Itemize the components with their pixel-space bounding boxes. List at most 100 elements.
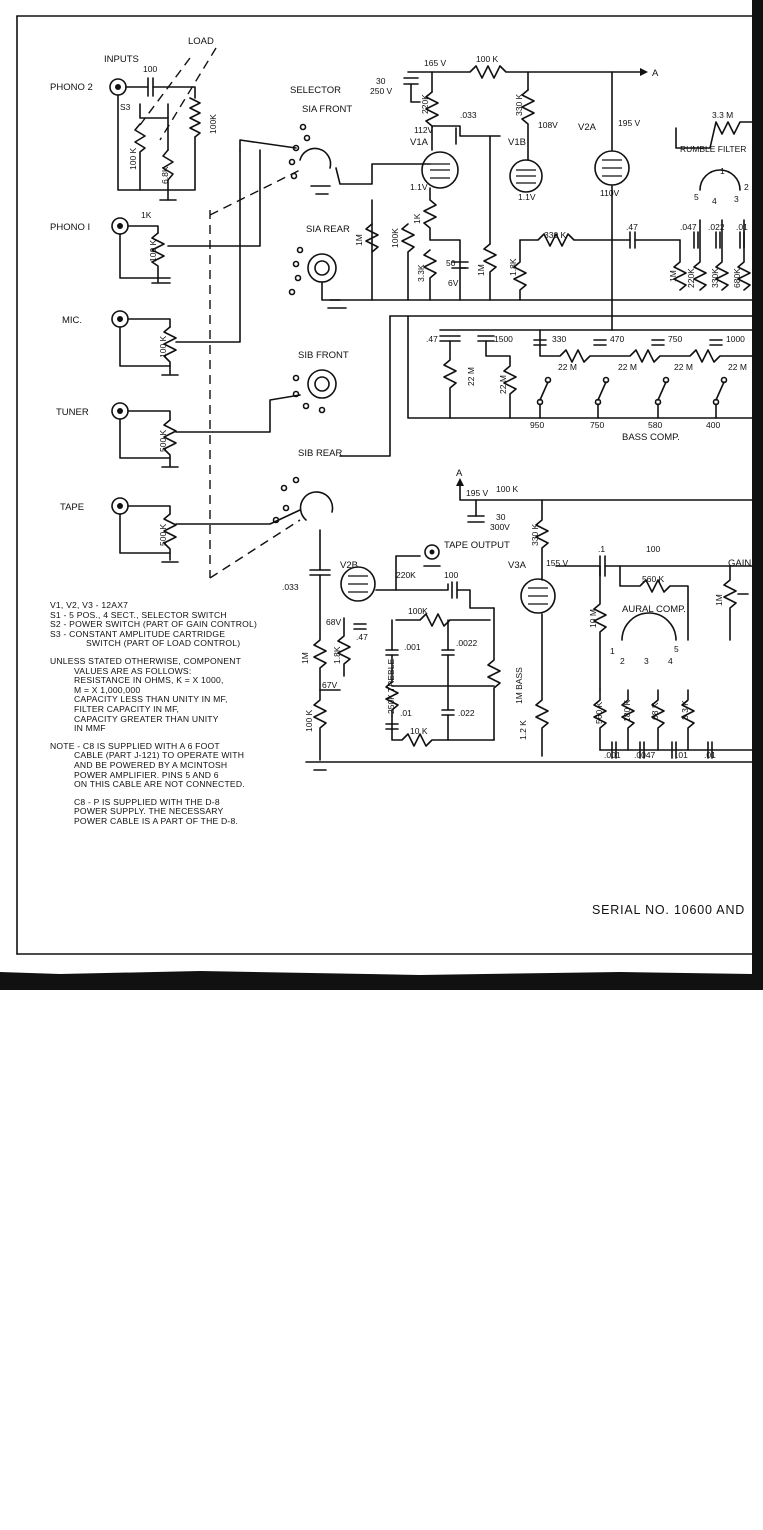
selector-switch-decks [239,123,431,524]
rumble-filter-value: 1M [668,270,678,282]
component-labels: 100 S3 100 K 6.8K 100K 1K 100 K 100 K 50… [120,54,733,546]
selector-label: SELECTOR [290,85,341,96]
component-label: S3 [120,102,131,112]
voltage-label: 6V [448,278,459,288]
voltage-label: 195 V [466,488,489,498]
component-label: 100K [408,606,428,616]
aural-comp-resistor-label: 180 K [622,699,632,722]
tube-label-v1b: V1B [508,137,526,148]
component-label: 6.8K [160,166,170,184]
note-line: S2 - POWER SWITCH (PART OF GAIN CONTROL) [50,619,258,630]
voltage-label: 155 V [546,558,569,568]
component-label: 100 K [148,239,158,262]
component-label: 100K [208,114,218,134]
note-line: S3 - CONSTANT AMPLITUDE CARTRIDGE [50,628,226,639]
tube-label-v2a: V2A [578,122,597,133]
note-line: POWER CABLE IS A PART OF THE D-8. [74,815,239,826]
component-label: 100 K [496,484,519,494]
rumble-filter-label: RUMBLE FILTER [680,144,746,154]
component-label: 560 K [642,574,665,584]
bass-comp-resistor-label: 22 M [674,362,693,372]
component-label: 1K [141,210,152,220]
note-line: FILTER CAPACITY IN MF, [74,703,180,714]
input-label-tuner: TUNER [56,407,89,418]
inputs-heading: INPUTS [104,54,139,65]
rumble-filter-value: .022 [708,222,725,232]
note-line: S1 - 5 POS., 4 SECT., SELECTOR SWITCH [50,609,227,620]
aural-comp-resistor-label: 10 M [588,609,598,628]
rumble-filter-position: 3 [734,194,739,204]
note-line: VALUES ARE AS FOLLOWS: [74,665,192,676]
aural-comp-position: 2 [620,656,625,666]
component-label: .033 [282,582,299,592]
note-line: C8 - P IS SUPPLIED WITH THE D-8 [74,796,220,807]
component-label: .47 [626,222,638,232]
rumble-filter-value: 220K [686,268,696,288]
bass-comp-cap-label: 1000 [726,334,745,344]
bass-comp-cap-label: 470 [610,334,624,344]
component-label: 100 [646,544,660,554]
input-label-tape: TAPE [60,502,84,513]
switch-labels: SIA FRONT SIA REAR SIB FRONT SIB REAR [298,104,352,459]
note-line: CAPACITY LESS THAN UNITY IN MF, [74,694,228,705]
note-line: IN MMF [74,723,106,734]
voltage-label: 165 V [424,58,447,68]
switch-label-sib-rear: SIB REAR [298,448,342,459]
bass-comp-resistor-label: 22 M [498,375,508,394]
voltage-label: 108V [538,120,558,130]
component-label: .001 [404,642,421,652]
component-label: .0022 [456,638,478,648]
rumble-filter-position: 4 [712,196,717,206]
component-label: 1M BASS [514,667,524,704]
note-line: ON THIS CABLE ARE NOT CONNECTED. [74,779,245,790]
switch-label-sia-front: SIA FRONT [302,104,352,115]
bass-comp-resistor-label: 22 M [466,367,476,386]
component-label: 250 V [370,86,393,96]
rumble-filter-value: .01 [736,222,748,232]
tube-label-v1a: V1A [410,137,429,148]
voltage-label: 67V [322,680,337,690]
aural-comp-cap-label: .001 [604,750,621,760]
component-label: 500 K [158,429,168,452]
component-label: .01 [400,708,412,718]
rumble-filter-position: 1 [720,166,725,176]
component-label: 330 K [514,93,524,116]
bass-comp-network [439,329,753,419]
voltage-label: 112V [414,125,434,135]
note-line: AND BE POWERED BY A McINTOSH [74,759,228,770]
voltage-label: 68V [326,617,341,627]
component-label: 3.3K [416,264,426,282]
rumble-filter-value: .047 [680,222,697,232]
component-label: 30 [496,512,506,522]
note-line: NOTE - C8 IS SUPPLIED WITH A 6 FOOT [50,740,220,751]
component-label: 50 [446,258,456,268]
note-line: CAPACITY GREATER THAN UNITY [74,713,219,724]
bass-comp-resistor-label: 22 M [728,362,747,372]
voltage-label: 110V [600,188,620,198]
lower-amp-wiring [305,478,757,771]
note-line: POWER SUPPLY. THE NECESSARY [74,806,224,817]
bass-comp-cap-label: .47 [426,334,438,344]
component-label: .1 [598,544,605,554]
bass-comp-cap-label: 1500 [494,334,513,344]
input-labels: INPUTS LOAD SELECTOR PHONO 2 PHONO I MIC… [50,36,341,513]
node-a-label: A [456,468,463,479]
aural-comp-label: AURAL COMP. [622,604,686,615]
node-a-markers: A A [456,68,659,479]
voltage-label: 195 V [618,118,641,128]
aural-comp-resistor-label: 560 K [594,701,604,724]
bass-comp-labels: BASS COMP. .47 1500 330 470 750 1000 22 … [426,334,747,443]
load-label: LOAD [188,36,214,47]
upper-amp-wiring [329,65,753,457]
node-a-label: A [652,68,659,79]
note-line: UNLESS STATED OTHERWISE, COMPONENT [50,655,242,666]
bass-comp-position: 580 [648,420,662,430]
component-label: 100 K [304,709,314,732]
component-label: 100 K [128,147,138,170]
tube-labels: V1A V1B V2A V2B V3A [340,122,597,571]
component-label: 10 K [410,726,428,736]
bass-comp-position: 750 [590,420,604,430]
schematic-notes: V1, V2, V3 - 12AX7 S1 - 5 POS., 4 SECT.,… [50,600,350,826]
component-label: 1M [476,264,486,276]
